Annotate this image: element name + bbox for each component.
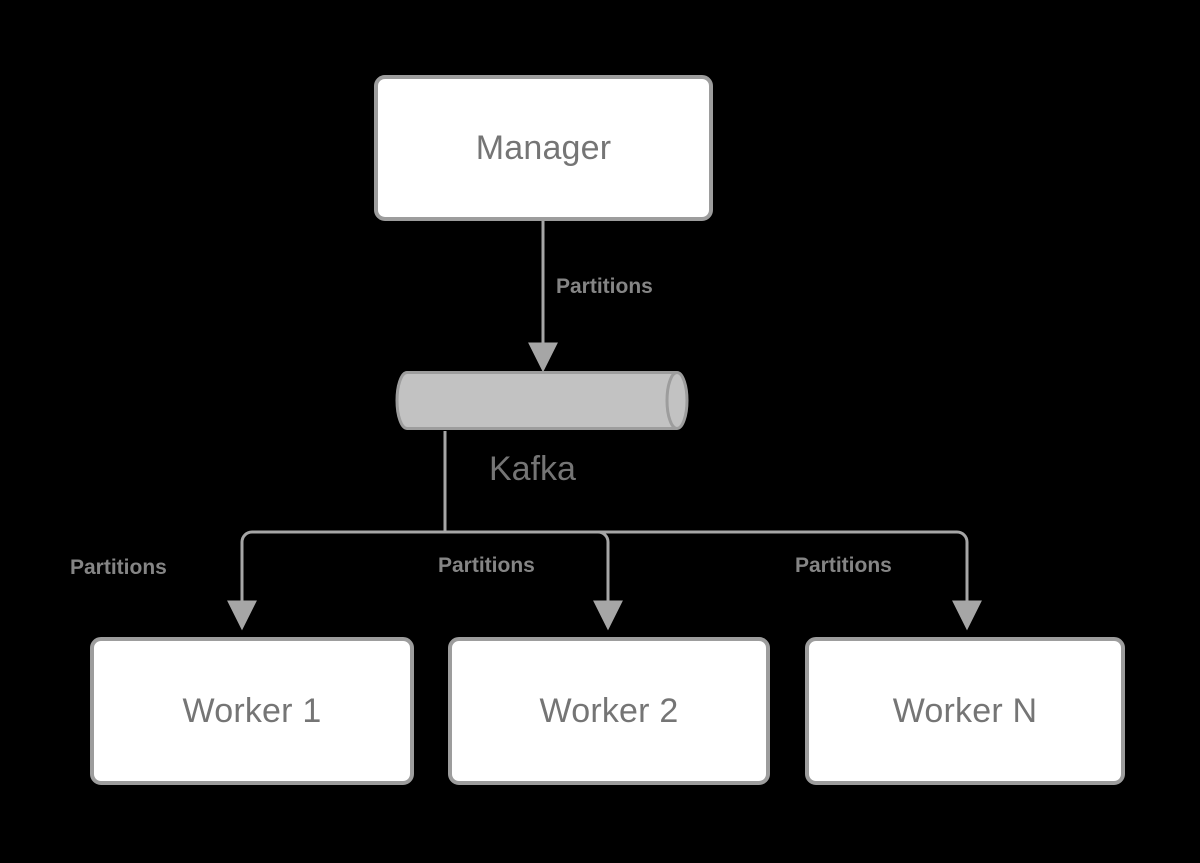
node-worker-1-label: Worker 1 bbox=[182, 692, 322, 730]
node-kafka-label: Kafka bbox=[489, 450, 576, 488]
node-worker-n-label: Worker N bbox=[892, 692, 1038, 730]
node-worker-1[interactable]: Worker 1 bbox=[90, 637, 414, 785]
node-worker-2[interactable]: Worker 2 bbox=[448, 637, 770, 785]
edge-kafka-to-worker-1 bbox=[227, 530, 445, 631]
cylinder-icon bbox=[395, 371, 689, 430]
node-kafka[interactable] bbox=[395, 371, 695, 431]
node-worker-2-label: Worker 2 bbox=[539, 692, 679, 730]
node-manager[interactable]: Manager bbox=[374, 75, 713, 221]
edge-label-kafka-to-worker-n: Partitions bbox=[795, 554, 892, 577]
edge-label-manager-to-kafka: Partitions bbox=[556, 275, 653, 298]
node-worker-n[interactable]: Worker N bbox=[805, 637, 1125, 785]
edge-label-kafka-to-worker-1: Partitions bbox=[70, 556, 167, 579]
edge-kafka-to-worker-n bbox=[445, 530, 982, 631]
edge-label-kafka-to-worker-2: Partitions bbox=[438, 554, 535, 577]
node-manager-label: Manager bbox=[475, 129, 612, 167]
